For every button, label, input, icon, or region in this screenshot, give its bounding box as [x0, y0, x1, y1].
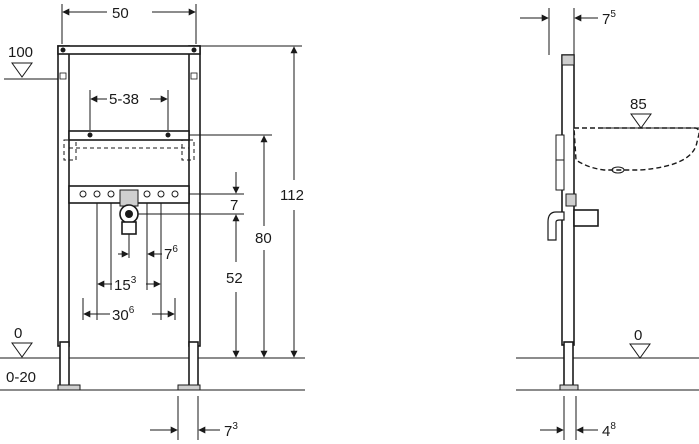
- dim-7-3-label: 73: [224, 421, 238, 440]
- dim-52-label: 52: [226, 270, 243, 287]
- side-dim-7-5-label: 75: [602, 9, 616, 28]
- dim-7-label: 7: [230, 197, 238, 214]
- frame-top-rail: [57, 45, 201, 55]
- side-supply-box: [573, 209, 599, 227]
- frame-left-leg: [59, 341, 70, 389]
- side-frame-top-cap: [561, 54, 575, 66]
- crossbar-bracket-left: [63, 139, 77, 161]
- side-dim-4-8-label: 48: [602, 421, 616, 440]
- drain-fitting: [119, 189, 139, 235]
- dim-80-label: 80: [255, 230, 272, 247]
- side-floor-level-label: 0: [634, 327, 642, 344]
- level-floor-label: 0: [14, 325, 22, 342]
- mounting-plate-holes: [79, 190, 179, 198]
- frame-label-right: [190, 72, 198, 80]
- level-floor-range-label: 0-20: [6, 369, 36, 386]
- side-view: 75 85 0 48: [516, 8, 699, 440]
- side-waste-pipe: [547, 211, 565, 241]
- side-basin: [573, 127, 699, 171]
- crossbar-bracket-right: [181, 139, 195, 161]
- dim-50-label: 50: [112, 5, 129, 22]
- dim-15-3-label: 153: [114, 275, 137, 294]
- dim-5-38-label: 5-38: [109, 91, 139, 108]
- crossbar-bolt-l: [87, 132, 93, 138]
- frame-right-post: [188, 45, 201, 347]
- foot-right: [177, 384, 201, 391]
- frame-bolt-tl: [60, 47, 66, 53]
- side-frame-bracket: [565, 193, 577, 207]
- side-basin-level-label: 85: [630, 96, 647, 113]
- frame-crossbar: [68, 130, 190, 141]
- dim-7-6-label: 76: [164, 244, 178, 263]
- level-floor-triangle: [11, 342, 33, 358]
- frame-bolt-tr: [191, 47, 197, 53]
- side-foot: [559, 384, 579, 391]
- side-frame-tab-lower: [555, 159, 565, 191]
- side-frame-tab-upper: [555, 134, 565, 162]
- level-top-label: 100: [8, 44, 33, 61]
- side-basin-drain: [611, 166, 625, 174]
- crossbar-bolt-r: [165, 132, 171, 138]
- dim-112-label: 112: [280, 187, 304, 204]
- level-top-triangle: [11, 62, 33, 78]
- side-frame-leg: [563, 341, 574, 389]
- frame-label-left: [59, 72, 67, 80]
- foot-left: [57, 384, 81, 391]
- front-view: 50 100 5-38: [0, 4, 305, 440]
- frame-right-leg: [188, 341, 199, 389]
- side-basin-level-triangle: [630, 113, 652, 129]
- frame-left-post: [57, 45, 70, 347]
- side-floor-level-triangle: [629, 343, 651, 359]
- dim-30-6-label: 306: [112, 305, 135, 324]
